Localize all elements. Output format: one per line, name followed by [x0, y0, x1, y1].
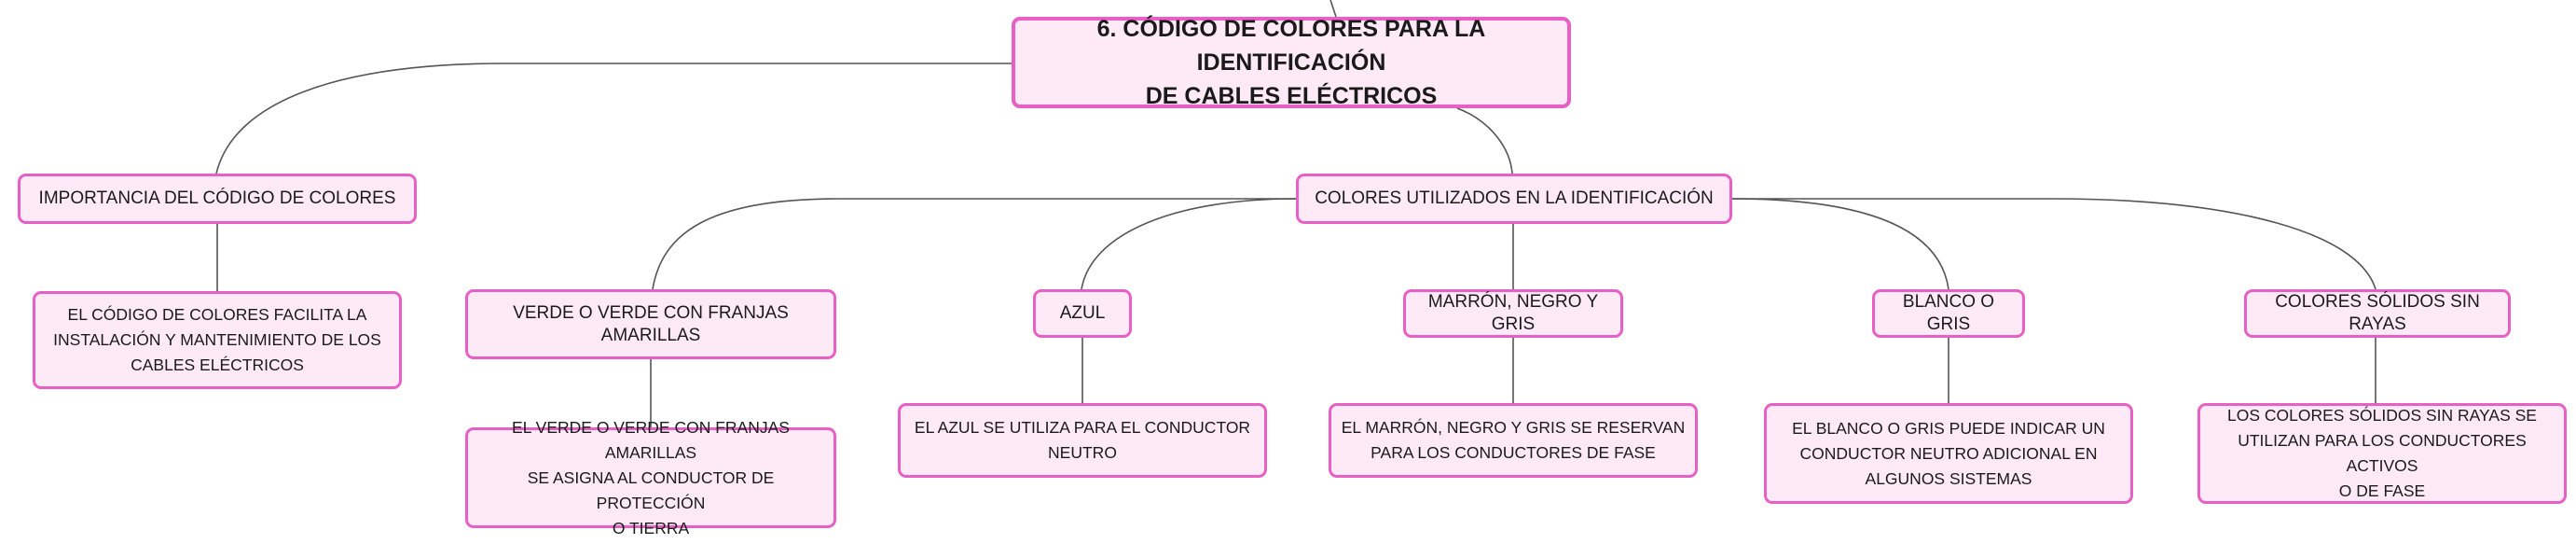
detail-line: PARA LOS CONDUCTORES DE FASE	[1371, 443, 1656, 462]
topic-azul[interactable]: AZUL	[1033, 289, 1132, 338]
detail-line: EL MARRÓN, NEGRO Y GRIS SE RESERVAN	[1341, 418, 1686, 437]
topic-verde[interactable]: VERDE O VERDE CON FRANJAS AMARILLAS	[465, 289, 836, 359]
detail-importancia[interactable]: EL CÓDIGO DE COLORES FACILITA LA INSTALA…	[33, 291, 402, 389]
root-topic[interactable]: 6. CÓDIGO DE COLORES PARA LA IDENTIFICAC…	[1012, 16, 1571, 109]
topic-solidos[interactable]: COLORES SÓLIDOS SIN RAYAS	[2244, 289, 2511, 338]
topic-marron-label: MARRÓN, NEGRO Y GRIS	[1427, 292, 1599, 334]
topic-blanco-label: BLANCO O GRIS	[1902, 292, 1995, 334]
detail-line: O DE FASE	[2338, 481, 2426, 500]
detail-line: CONDUCTOR NEUTRO ADICIONAL EN	[1799, 443, 2098, 463]
detail-line: NEUTRO	[1048, 443, 1117, 462]
topic-blanco[interactable]: BLANCO O GRIS	[1872, 289, 2025, 338]
detail-line: EL AZUL SE UTILIZA PARA EL CONDUCTOR	[914, 418, 1251, 437]
topic-solidos-label: COLORES SÓLIDOS SIN RAYAS	[2275, 292, 2480, 334]
detail-line: LOS COLORES SÓLIDOS SIN RAYAS SE	[2227, 406, 2537, 425]
connector-colors-blanco	[1731, 198, 1949, 290]
topic-importancia[interactable]: IMPORTANCIA DEL CÓDIGO DE COLORES	[18, 174, 417, 224]
detail-verde[interactable]: EL VERDE O VERDE CON FRANJAS AMARILLAS S…	[465, 418, 836, 537]
connector-root-importance	[215, 63, 1012, 174]
connector-colors-verde	[652, 198, 1296, 290]
topic-azul-label: AZUL	[1059, 303, 1106, 323]
topic-verde-label: VERDE O VERDE CON FRANJAS AMARILLAS	[513, 302, 789, 345]
topic-colores-utilizados-label: COLORES UTILIZADOS EN LA IDENTIFICACIÓN	[1315, 188, 1714, 208]
detail-line: EL VERDE O VERDE CON FRANJAS AMARILLAS	[512, 417, 790, 462]
detail-solidos[interactable]: LOS COLORES SÓLIDOS SIN RAYAS SE UTILIZA…	[2197, 403, 2567, 504]
detail-line: EL BLANCO O GRIS PUEDE INDICAR UN	[1792, 418, 2105, 438]
detail-line: O TIERRA	[612, 518, 690, 537]
root-title-line-1: 6. CÓDIGO DE COLORES PARA LA IDENTIFICAC…	[1096, 16, 1486, 76]
detail-line: EL CÓDIGO DE COLORES FACILITA LA	[67, 305, 367, 324]
detail-blanco[interactable]: EL BLANCO O GRIS PUEDE INDICAR UN CONDUC…	[1764, 403, 2133, 504]
connector-root-colors	[1456, 107, 1513, 174]
detail-line: SE ASIGNA AL CONDUCTOR DE PROTECCIÓN	[527, 467, 775, 512]
detail-azul[interactable]: EL AZUL SE UTILIZA PARA EL CONDUCTOR NEU…	[898, 403, 1267, 478]
detail-line: UTILIZAN PARA LOS CONDUCTORES ACTIVOS	[2238, 431, 2527, 475]
detail-line: INSTALACIÓN Y MANTENIMIENTO DE LOS	[53, 330, 381, 349]
detail-marron[interactable]: EL MARRÓN, NEGRO Y GRIS SE RESERVAN PARA…	[1329, 403, 1698, 478]
topic-marron[interactable]: MARRÓN, NEGRO Y GRIS	[1403, 289, 1623, 338]
connector-colors-solidos	[1732, 198, 2376, 290]
topic-importancia-label: IMPORTANCIA DEL CÓDIGO DE COLORES	[38, 188, 396, 208]
connector-colors-azul	[1081, 198, 1297, 290]
connector-root-top	[1329, 0, 1337, 18]
topic-colores-utilizados[interactable]: COLORES UTILIZADOS EN LA IDENTIFICACIÓN	[1296, 174, 1732, 224]
detail-line: ALGUNOS SISTEMAS	[1865, 468, 2032, 488]
detail-line: CABLES ELÉCTRICOS	[131, 356, 304, 374]
root-title-line-2: DE CABLES ELÉCTRICOS	[1145, 83, 1438, 109]
